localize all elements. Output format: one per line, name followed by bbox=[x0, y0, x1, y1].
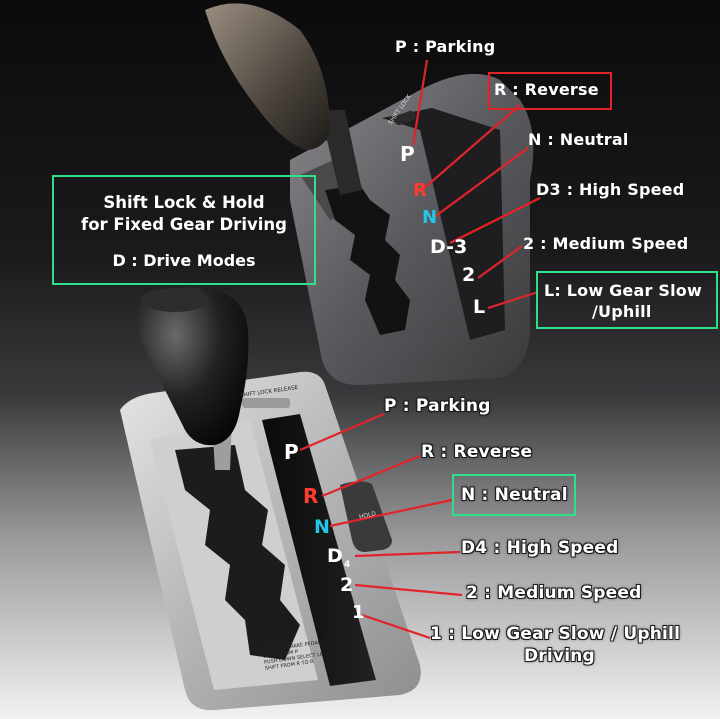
top-gear-p: P bbox=[400, 142, 415, 166]
top-gear-l: L bbox=[473, 296, 486, 318]
bottom-gear-r: R bbox=[303, 484, 319, 508]
shift-lock-info-box: Shift Lock & Hold for Fixed Gear Driving… bbox=[52, 175, 316, 285]
bottom-gear-d: D bbox=[327, 545, 343, 567]
info-line1: Shift Lock & Hold bbox=[103, 193, 265, 212]
top-gear-knob bbox=[205, 3, 362, 195]
bottom-label-reverse: R : Reverse bbox=[421, 442, 533, 462]
top-gear-2: 2 bbox=[462, 264, 476, 286]
top-label-low-line2: /Uphill bbox=[592, 302, 652, 321]
top-pointer-lines bbox=[411, 59, 541, 310]
info-line2: for Fixed Gear Driving bbox=[81, 215, 287, 234]
bottom-label-low-line2: Driving bbox=[524, 646, 595, 666]
bottom-label-d4: D4 : High Speed bbox=[461, 538, 619, 558]
bottom-gear-d-sub4: 4 bbox=[344, 560, 351, 570]
top-label-reverse: R : Reverse bbox=[494, 80, 599, 99]
bottom-label-second: 2 : Medium Speed bbox=[466, 583, 642, 603]
bottom-shifter-panel bbox=[120, 371, 421, 711]
bottom-label-low-line1: 1 : Low Gear Slow / Uphill bbox=[430, 624, 681, 644]
bottom-pointer-lines bbox=[299, 412, 463, 640]
top-gear-d3: D-3 bbox=[430, 236, 468, 258]
info-line3: D : Drive Modes bbox=[112, 251, 256, 270]
top-low-highlight-box bbox=[536, 271, 718, 329]
top-gear-n: N bbox=[422, 207, 438, 228]
top-label-low-line1: L: Low Gear Slow bbox=[544, 281, 702, 300]
bottom-label-parking: P : Parking bbox=[384, 396, 491, 416]
bottom-gear-n: N bbox=[314, 516, 330, 538]
bottom-gear-1: 1 bbox=[352, 602, 365, 623]
bottom-gear-2: 2 bbox=[340, 574, 354, 596]
bottom-label-neutral: N : Neutral bbox=[461, 485, 568, 505]
top-label-second: 2 : Medium Speed bbox=[523, 234, 689, 253]
top-label-d3: D3 : High Speed bbox=[536, 180, 685, 199]
top-gear-r: R bbox=[413, 180, 427, 201]
bottom-gear-knob bbox=[136, 287, 249, 470]
top-label-neutral: N : Neutral bbox=[528, 130, 629, 149]
top-reverse-highlight-box bbox=[488, 72, 612, 110]
top-label-parking: P : Parking bbox=[395, 37, 496, 56]
bottom-gear-p: P bbox=[284, 440, 299, 464]
bottom-neutral-highlight-box bbox=[452, 474, 576, 516]
